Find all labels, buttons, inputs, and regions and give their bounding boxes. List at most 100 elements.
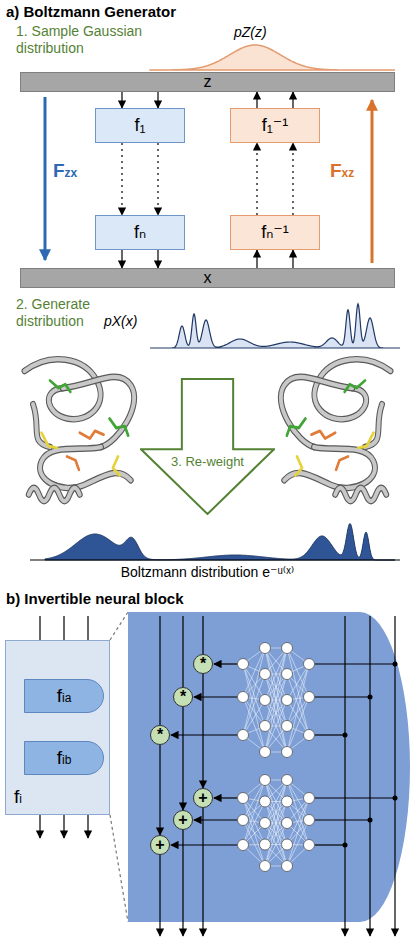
branch-line [315,819,370,820]
connector [256,143,257,215]
inverse-block: f₁⁻¹ [230,108,320,143]
side-chain [80,431,104,439]
distribution-label: pZ(z) [234,24,267,41]
neuron [238,840,249,851]
network-link [287,780,309,845]
boltzmann-distribution [45,524,395,560]
connector [157,250,158,268]
side-chain [336,457,348,470]
shift-arrow [194,819,237,820]
scale-arrow [171,734,237,735]
neuron [260,695,271,706]
network-link [265,674,287,752]
neuron [238,793,249,804]
zoom-line [110,612,128,640]
node-label: fia [57,686,72,707]
ribbon [281,377,352,447]
inverse-block: fₙ⁻¹ [230,215,320,250]
neuron [282,747,293,758]
branch-line [315,797,395,798]
neural-network [238,643,315,758]
data-line [159,855,160,936]
coupling-layer: fib [24,741,104,775]
configuration-bar: x [20,268,395,288]
connector [121,143,122,215]
network-link [265,648,287,726]
connector [256,250,257,268]
network-link [265,780,287,845]
forward-block: fₙ [95,215,185,250]
network-link [243,798,265,866]
neuron [304,692,315,703]
protein-structure [25,359,135,501]
side-chain [67,457,79,470]
network-link [265,802,287,867]
node-label: * [157,726,163,744]
side-chain [358,433,373,448]
block-arrow [140,378,275,515]
node-label: f₁ [134,116,145,136]
ribbon [63,377,134,447]
ribbon [33,404,50,447]
node-label: + [198,789,207,807]
neuron [260,643,271,654]
data-line [182,616,183,687]
neuron [238,659,249,670]
connector [292,250,293,268]
junction-dot [393,662,398,667]
node-label: fib [57,748,72,769]
generated-distribution [150,304,400,348]
neuron [304,815,315,826]
junction-dot [393,796,398,801]
branch-line [315,844,345,845]
node-label: + [155,836,164,854]
ribbon [63,377,134,447]
connector [256,92,257,108]
junction-dot [343,733,348,738]
multiply-circle: * [193,654,213,674]
neuron [304,659,315,670]
neuron [282,775,293,786]
pass-line [344,616,345,936]
data-line [182,830,183,936]
ribbon [365,404,382,447]
junction-dot [368,818,373,823]
junction-dot [368,695,373,700]
neuron [260,796,271,807]
connector [292,92,293,108]
neuron [304,730,315,741]
neural-network [238,775,315,872]
ribbon [29,488,80,501]
panel-title: b) Invertible neural block [6,590,184,608]
neuron [260,775,271,786]
network-link [265,674,287,752]
node-label: fₙ [134,223,146,243]
ribbon [33,404,50,447]
step-label: 1. Sample Gaussian distribution [16,23,148,57]
connector [121,92,122,108]
scale-arrow [214,663,237,664]
panel-title: a) Boltzmann Generator [6,3,176,21]
neuron [304,840,315,851]
add-circle: + [173,810,193,830]
arrow-outline [141,379,274,514]
data-line [202,616,203,654]
axis-line [30,559,400,560]
node-label: * [200,655,206,673]
neuron [282,643,293,654]
neuron [238,815,249,826]
node-label: x [204,269,212,287]
branch-line [315,696,370,697]
ribbon [281,377,352,447]
node-label: f₁⁻¹ [262,116,289,136]
invertible-block: fifiafib [5,640,110,815]
neuron [260,721,271,732]
distribution-label: Boltzmann distribution e⁻ᵘ⁽ˣ⁾ [0,564,415,581]
network-link [243,780,265,845]
neuron [260,839,271,850]
node-label: + [178,811,187,829]
ribbon [40,447,131,488]
network-link [265,648,287,726]
data-line [202,808,203,936]
data-line [159,616,160,725]
